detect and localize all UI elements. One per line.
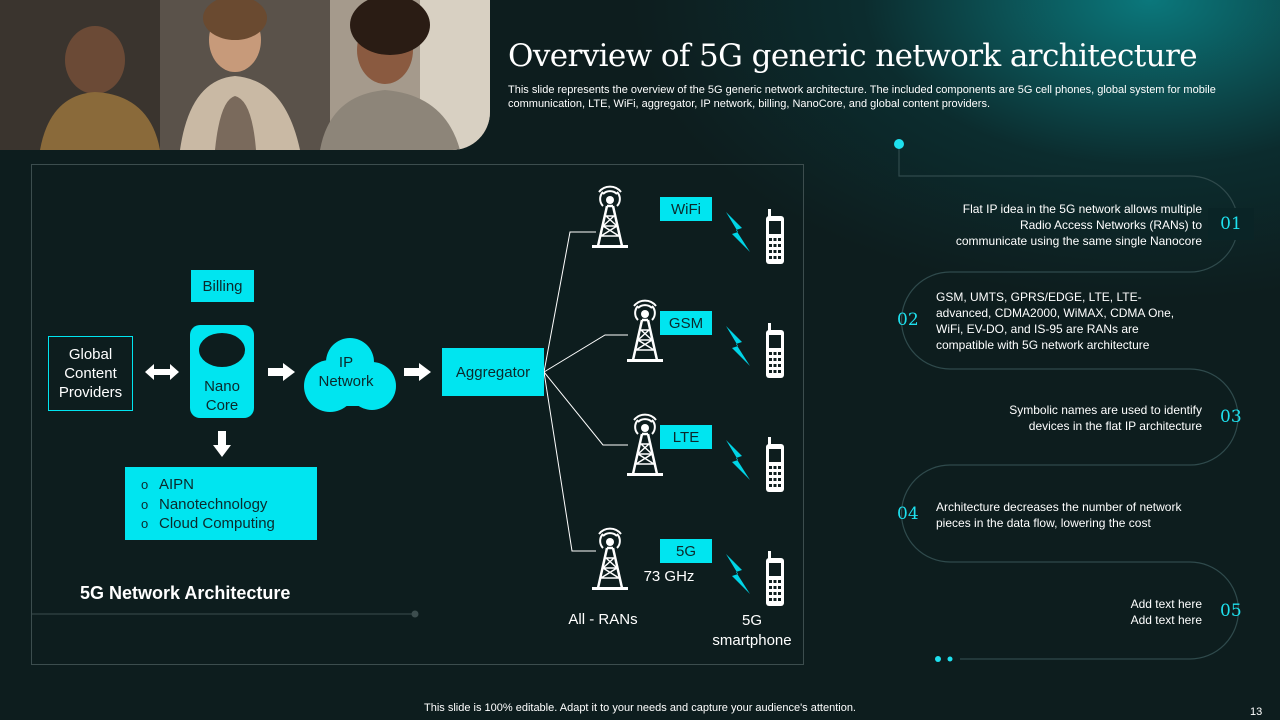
radio-tower-icon-5g	[590, 527, 630, 592]
lightning-icon-lte	[726, 440, 750, 480]
timeline-line: compatible with 5G network architecture	[936, 338, 1150, 352]
timeline-line: Symbolic names are used to identify	[1009, 403, 1202, 417]
timeline-line: Flat IP idea in the 5G network allows mu…	[962, 202, 1202, 216]
timeline-line: WiFi, EV-DO, and IS-95 are RANs are	[936, 322, 1139, 336]
timeline-text-01: Flat IP idea in the 5G network allows mu…	[910, 201, 1202, 249]
ran-label-5g: 5G	[660, 539, 712, 563]
timeline-line: Radio Access Networks (RANs) to	[1019, 218, 1202, 232]
aggregator-label: Aggregator	[455, 363, 531, 381]
ran-label-gsm-text: GSM	[668, 314, 704, 332]
mobile-phone-icon-gsm	[766, 323, 784, 378]
timeline-number-03: 03	[1220, 407, 1242, 427]
timeline-text-04: Architecture decreases the number of net…	[936, 499, 1216, 531]
timeline-number-05: 05	[1220, 601, 1242, 621]
smartphone-line2: smartphone	[712, 632, 792, 649]
timeline-line: Architecture decreases the number of net…	[936, 500, 1182, 514]
timeline-line: pieces in the data flow, lowering the co…	[936, 516, 1151, 530]
ip-network-line2: Network	[318, 373, 374, 390]
nano-core-line1: Nano	[204, 378, 240, 395]
timeline-line: Add text here	[1130, 597, 1202, 611]
ran-label-wifi-text: WiFi	[671, 200, 701, 218]
timeline-number-02: 02	[897, 310, 919, 330]
nano-core-features-box: AIPN Nanotechnology Cloud Computing	[125, 467, 317, 540]
nano-core-line2: Core	[205, 397, 239, 414]
arrow-icon-double	[145, 364, 179, 380]
global-content-line2: Content	[64, 365, 117, 382]
slide-footer: This slide is 100% editable. Adapt it to…	[424, 702, 856, 714]
timeline-line: devices in the flat IP architecture	[1028, 419, 1202, 433]
nano-core-label: Nano Core	[190, 377, 254, 415]
billing-box: Billing	[191, 270, 254, 302]
frequency-label: 73 GHz	[643, 568, 695, 585]
diagram-panel	[31, 164, 804, 665]
timeline-number-01: 01	[1220, 214, 1242, 234]
timeline-text-05: Add text here Add text here	[1002, 596, 1202, 628]
ran-label-5g-text: 5G	[675, 542, 696, 560]
timeline-number-box-01: 01	[1208, 208, 1254, 240]
mobile-phone-icon-wifi	[766, 209, 784, 264]
radio-tower-icon-wifi	[590, 185, 630, 250]
arrow-icon-ip-to-aggregator	[404, 363, 431, 381]
diagram-caption: 5G Network Architecture	[80, 583, 291, 603]
ran-label-lte: LTE	[660, 425, 712, 449]
mobile-phone-icon-5g	[766, 551, 784, 606]
timeline-path	[898, 144, 1240, 660]
timeline-start-dot	[894, 139, 904, 149]
arrow-icon-down	[213, 431, 231, 457]
slide-subtitle: This slide represents the overview of th…	[508, 84, 1216, 110]
radio-tower-icon-lte	[625, 413, 665, 478]
page-number: 13	[1250, 706, 1263, 718]
timeline-text-03: Symbolic names are used to identify devi…	[950, 402, 1202, 434]
slide-title: Overview of 5G generic network architect…	[508, 38, 1198, 74]
feature-item: AIPN	[141, 475, 317, 495]
timeline-line: advanced, CDMA2000, WiMAX, CDMA One,	[936, 306, 1175, 320]
mobile-phone-icon-lte	[766, 437, 784, 492]
caption-dot	[411, 610, 419, 618]
timeline-number-04: 04	[897, 504, 919, 524]
cloud-shape	[304, 338, 396, 412]
ran-label-gsm: GSM	[660, 311, 712, 335]
smartphone-label: 5G smartphone	[700, 611, 804, 651]
nano-core-hole	[199, 333, 245, 367]
feature-item: Cloud Computing	[141, 514, 317, 534]
timeline-end-dot-2	[947, 656, 953, 662]
aggregator-box: Aggregator	[442, 348, 544, 396]
team-photo	[0, 0, 490, 150]
timeline-line: communicate using the same single Nanoco…	[955, 234, 1202, 248]
global-content-line1: Global	[68, 346, 113, 363]
timeline-text-02: GSM, UMTS, GPRS/EDGE, LTE, LTE- advanced…	[936, 289, 1198, 353]
timeline-line: GSM, UMTS, GPRS/EDGE, LTE, LTE-	[936, 290, 1142, 304]
ran-label-lte-text: LTE	[672, 428, 700, 446]
aggregator-connectors	[543, 231, 628, 552]
feature-item: Nanotechnology	[141, 495, 317, 515]
radio-tower-icon-gsm	[625, 299, 665, 364]
lightning-icon-wifi	[726, 212, 750, 252]
lightning-icon-5g	[726, 554, 750, 594]
timeline-end-dot-1	[935, 656, 941, 662]
billing-label: Billing	[202, 277, 243, 295]
timeline-line: Add text here	[1130, 613, 1202, 627]
global-content-providers-box: Global Content Providers	[48, 336, 133, 411]
lightning-icon-gsm	[726, 326, 750, 366]
ip-network-label: IP Network	[306, 353, 386, 391]
global-content-line3: Providers	[58, 384, 123, 401]
arrow-icon-core-to-ip	[268, 363, 295, 381]
ip-network-line1: IP	[338, 354, 354, 371]
smartphone-line1: 5G	[741, 612, 762, 629]
all-rans-label: All - RANs	[568, 611, 638, 628]
ran-label-wifi: WiFi	[660, 197, 712, 221]
